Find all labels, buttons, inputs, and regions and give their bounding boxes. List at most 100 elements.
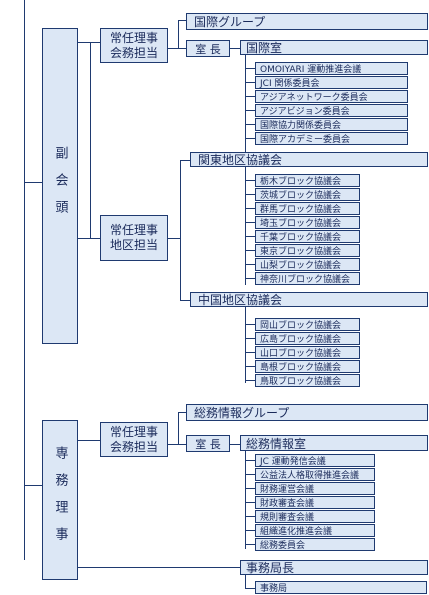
group-label: 国際グループ (194, 15, 266, 29)
connector-line (245, 208, 255, 209)
connector-line (245, 138, 255, 139)
connector-line (245, 68, 255, 69)
block-item: 山梨ブロック協議会 (255, 258, 360, 271)
committee-item: JCI 関係委員会 (255, 76, 408, 89)
connector-line (245, 96, 255, 97)
vice-president-box: 副会頭 (42, 28, 78, 344)
committee-item: OMOIYARI 運動推進会議 (255, 62, 408, 75)
chief-box-general-affairs: 室 長 (186, 435, 230, 452)
connector-line (245, 167, 246, 285)
block-item: 島根ブロック協議会 (255, 360, 360, 373)
room-label: 総務情報室 (246, 436, 307, 451)
block-item: 栃木ブロック協議会 (255, 174, 360, 187)
connector-line (245, 352, 255, 353)
room-box-general-affairs: 総務情報室 (240, 435, 428, 451)
connector-line (178, 20, 179, 48)
chief-box-international: 室 長 (186, 40, 230, 57)
connector-line (245, 460, 255, 461)
connector-line (180, 160, 190, 161)
connector-line (245, 82, 255, 83)
connector-line (78, 440, 100, 441)
connector-line (245, 222, 255, 223)
connector-line (245, 194, 255, 195)
connector-line (178, 412, 186, 413)
connector-line (245, 180, 255, 181)
connector-line (245, 544, 255, 545)
connector-line (245, 451, 246, 549)
room-label: 国際室 (246, 41, 283, 55)
connector-line (245, 380, 255, 381)
role-line: 会務担当 (109, 439, 158, 454)
connector-line (180, 300, 190, 301)
chief-label: 室 長 (195, 437, 221, 451)
block-item: 千葉ブロック協議会 (255, 230, 360, 243)
council-box-chugoku: 中国地区協議会 (190, 292, 428, 307)
connector-line (245, 516, 255, 517)
block-item: 山口ブロック協議会 (255, 346, 360, 359)
connector-line (230, 48, 240, 49)
connector-line (245, 250, 255, 251)
committee-item: 公益法人格取得推進会議 (255, 468, 375, 481)
council-label: 中国地区協議会 (198, 293, 283, 307)
block-item: 埼玉ブロック協議会 (255, 216, 360, 229)
block-item: 茨城ブロック協議会 (255, 188, 360, 201)
secretariat-chief-box: 事務局長 (240, 560, 428, 575)
role-box-international: 常任理事 会務担当 (100, 28, 168, 63)
connector-line (230, 444, 240, 445)
connector-line (24, 0, 25, 560)
connector-line (245, 264, 255, 265)
room-box-international: 国際室 (240, 40, 428, 55)
connector-line (245, 124, 255, 125)
connector-line (245, 366, 255, 367)
connector-line (245, 488, 255, 489)
committee-item: 財政審査会議 (255, 496, 375, 509)
connector-line (90, 42, 91, 238)
block-item: 東京ブロック協議会 (255, 244, 360, 257)
committee-item: 国際協力関係委員会 (255, 118, 408, 131)
committee-item: 総務委員会 (255, 538, 375, 551)
connector-line (168, 238, 180, 239)
block-item: 鳥取ブロック協議会 (255, 374, 360, 387)
group-box-international: 国際グループ (186, 13, 428, 30)
connector-line (168, 444, 186, 445)
connector-line (245, 474, 255, 475)
connector-line (178, 20, 186, 21)
block-item: 岡山ブロック協議会 (255, 318, 360, 331)
role-line: 常任理事 (109, 424, 158, 439)
group-label: 総務情報グループ (194, 406, 290, 420)
role-line: 地区担当 (109, 238, 158, 252)
role-line: 会務担当 (109, 45, 158, 60)
block-item: 広島ブロック協議会 (255, 332, 360, 345)
connector-line (245, 307, 246, 383)
connector-line (78, 238, 100, 239)
committee-item: 国際アカデミー委員会 (255, 132, 408, 145)
secretariat-item: 事務局 (255, 581, 427, 594)
role-box-general-affairs: 常任理事 会務担当 (100, 422, 168, 457)
connector-line (245, 502, 255, 503)
council-label: 関東地区協議会 (198, 153, 283, 167)
committee-item: JC 運動発信会議 (255, 454, 375, 467)
secretariat-label: 事務局長 (246, 561, 295, 575)
connector-line (245, 278, 255, 279)
role-line: 常任理事 (109, 30, 158, 45)
connector-line (24, 182, 42, 183)
committee-item: 規則審査会議 (255, 510, 375, 523)
block-item: 群馬ブロック協議会 (255, 202, 360, 215)
connector-line (245, 324, 255, 325)
connector-line (245, 574, 246, 589)
committee-item: 財務運営会議 (255, 482, 375, 495)
connector-line (180, 160, 181, 300)
role-box-district: 常任理事 地区担当 (100, 215, 168, 261)
connector-line (245, 236, 255, 237)
connector-line (78, 567, 240, 568)
connector-line (245, 338, 255, 339)
connector-line (24, 485, 42, 486)
block-item: 神奈川ブロック協議会 (255, 272, 360, 285)
senior-director-box: 専務理事 (42, 420, 78, 580)
senior-director-title: 専務理事 (52, 446, 68, 554)
committee-item: 組織進化推進会議 (255, 524, 375, 537)
committee-item: アジアビジョン委員会 (255, 104, 408, 117)
connector-line (78, 42, 100, 43)
committee-item: アジアネットワーク委員会 (255, 90, 408, 103)
chief-label: 室 長 (195, 42, 221, 56)
